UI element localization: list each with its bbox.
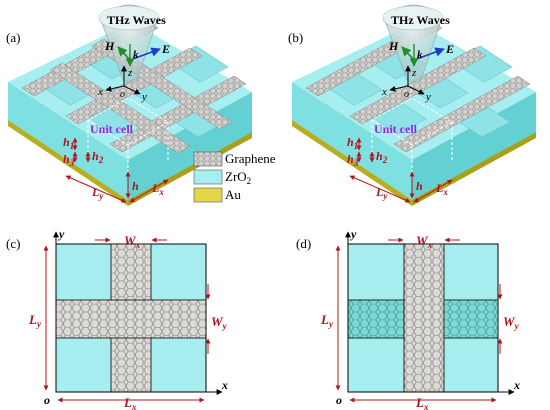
origin-label-c: o <box>44 393 50 407</box>
x-axis-label-d: x <box>513 378 520 392</box>
wx-label-c: Wx <box>124 233 141 250</box>
panel-c-top-view: (c) y x o Wx Wy Ly Lx <box>6 227 228 410</box>
legend-swatch-graphene <box>193 151 223 167</box>
y-axis-label-b: y <box>425 91 431 103</box>
panel-b-label: (b) <box>288 30 303 45</box>
lx-label-3d-b: Lx <box>435 181 448 197</box>
k-vector-label-b: k <box>417 49 423 61</box>
h-field-label-b: H <box>388 39 399 53</box>
h1-label-b: h1 <box>347 135 358 151</box>
origin-label-d: o <box>336 393 342 407</box>
ly-label-d: Ly <box>320 312 334 329</box>
panel-a-3d-structure: (a) Unit cell <box>6 4 252 206</box>
h1-label: h1 <box>63 135 74 151</box>
zro2-side-left <box>8 82 128 200</box>
e-field-label-b: E <box>445 42 454 56</box>
h-field-arrow <box>117 46 131 61</box>
legend-label-graphene: Graphene <box>225 151 276 166</box>
ly-label-c: Ly <box>28 312 42 329</box>
panel-b-3d-structure: (b) Unit cell THz Waves E <box>288 4 536 206</box>
y-axis <box>123 85 141 95</box>
lx-label-3d: Lx <box>151 181 164 197</box>
h-field-label: H <box>104 39 115 53</box>
unit-cell-label-b: Unit cell <box>374 122 418 136</box>
x-axis-label-b: x <box>381 86 387 98</box>
wy-label-c: Wy <box>211 314 228 331</box>
h2-label-b: h2 <box>376 149 388 165</box>
legend-label-zro2: ZrO2 <box>225 169 251 186</box>
x-axis-label: x <box>97 86 103 98</box>
panel-d-label: (d) <box>296 236 311 251</box>
unit-cell-label: Unit cell <box>90 122 134 136</box>
x-axis <box>105 85 125 92</box>
panel-a-label: (a) <box>6 30 20 45</box>
lx-label-d: Lx <box>415 395 429 410</box>
ly-label-3d-b: Ly <box>375 185 388 201</box>
thz-waves-label: THz Waves <box>107 13 166 27</box>
y-axis-label-c: y <box>57 227 65 241</box>
e-field-arrow <box>129 47 161 61</box>
panel-d-top-view: (d) y x o Wx Wy Ly Lx <box>296 227 520 410</box>
z-axis-label: z <box>127 67 133 79</box>
legend-label-au: Au <box>225 187 241 202</box>
h2-label: h2 <box>92 149 104 165</box>
wy-label-d: Wy <box>503 314 520 331</box>
zro2-side-left-b <box>292 82 412 200</box>
unit-cell-outline-b <box>371 97 453 146</box>
x-axis-label-c: x <box>221 378 228 392</box>
h-field-arrow-b <box>401 46 415 61</box>
lx-label-c: Lx <box>123 395 137 410</box>
thz-waves-label-b: THz Waves <box>391 13 450 27</box>
origin-label-b: o <box>404 89 409 100</box>
panel-c-label: (c) <box>6 236 20 251</box>
graphene-vertical-strip-d <box>403 243 445 393</box>
legend-swatch-zro2 <box>193 169 223 185</box>
legend-swatch-au <box>193 187 223 203</box>
y-axis-label-d: y <box>349 227 357 241</box>
h3-label-b: h3 <box>347 152 359 168</box>
k-vector-label: k <box>133 49 139 61</box>
e-field-label: E <box>161 42 170 56</box>
h3-label: h3 <box>63 152 75 168</box>
unit-cell-outline <box>87 97 169 146</box>
h-label: h <box>132 179 139 193</box>
legend: Graphene ZrO2 Au <box>193 151 276 203</box>
h-label-b: h <box>416 179 423 193</box>
origin-label: o <box>120 89 125 100</box>
y-axis-b <box>407 85 425 95</box>
ly-label-3d: Ly <box>91 185 104 201</box>
x-axis-b <box>389 85 409 92</box>
e-field-arrow-b <box>413 47 445 61</box>
z-axis-label-b: z <box>411 67 417 79</box>
wx-label-d: Wx <box>416 233 433 250</box>
y-axis-label: y <box>141 91 147 103</box>
